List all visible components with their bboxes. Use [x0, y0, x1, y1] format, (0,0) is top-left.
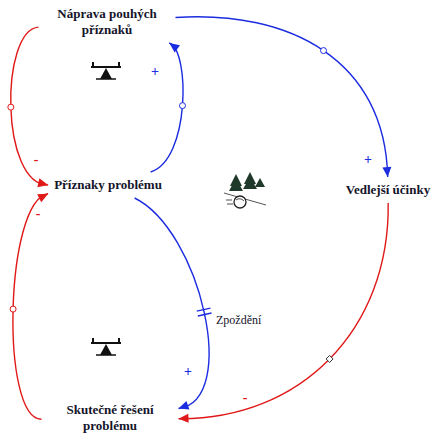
causal-link [179, 203, 389, 423]
delay-label: Zpoždění [214, 313, 263, 327]
link-marker [179, 103, 185, 109]
delay-mark [197, 308, 211, 311]
loop-variable: Vedlejší účinky [343, 180, 433, 200]
polarity-sign: + [182, 365, 194, 379]
balance-symbol [91, 338, 121, 355]
link-line [13, 194, 48, 420]
arrowhead [179, 401, 190, 409]
link-line [11, 27, 48, 185]
link-line [179, 203, 389, 419]
causal-link [10, 194, 48, 420]
arrowhead [37, 194, 48, 203]
link-marker [10, 306, 16, 312]
polarity-sign: + [149, 65, 161, 79]
causal-link [8, 27, 48, 187]
loop-variable: Skutečné řešení problému [45, 400, 176, 436]
arrowhead [179, 414, 189, 423]
delay-mark [198, 313, 212, 316]
balance-symbol [91, 62, 121, 79]
variable-name: Příznaky problému [54, 177, 162, 192]
snowball-symbol [224, 172, 266, 208]
causal-link [135, 198, 212, 409]
link-marker [8, 104, 14, 110]
link-line [135, 198, 209, 409]
polarity-sign: - [241, 391, 250, 405]
link-line [151, 43, 183, 172]
loop-variable: Náprava pouhých příznaků [42, 4, 173, 40]
arrowhead [382, 167, 391, 177]
polarity-sign: - [32, 153, 41, 167]
link-marker [321, 48, 327, 54]
causal-link [176, 17, 392, 177]
arrowhead [169, 43, 180, 52]
variable-name: Vedlejší účinky [346, 182, 430, 197]
link-marker [326, 355, 333, 362]
loop-variable: Příznaky problému [51, 175, 165, 195]
link-line [176, 17, 388, 177]
arrowhead [37, 178, 48, 187]
variable-name: Skutečné řešení problému [66, 402, 153, 433]
polarity-sign: - [34, 207, 43, 221]
variable-name: Náprava pouhých příznaků [57, 6, 156, 37]
causal-link [151, 43, 186, 172]
polarity-sign: + [362, 153, 374, 167]
